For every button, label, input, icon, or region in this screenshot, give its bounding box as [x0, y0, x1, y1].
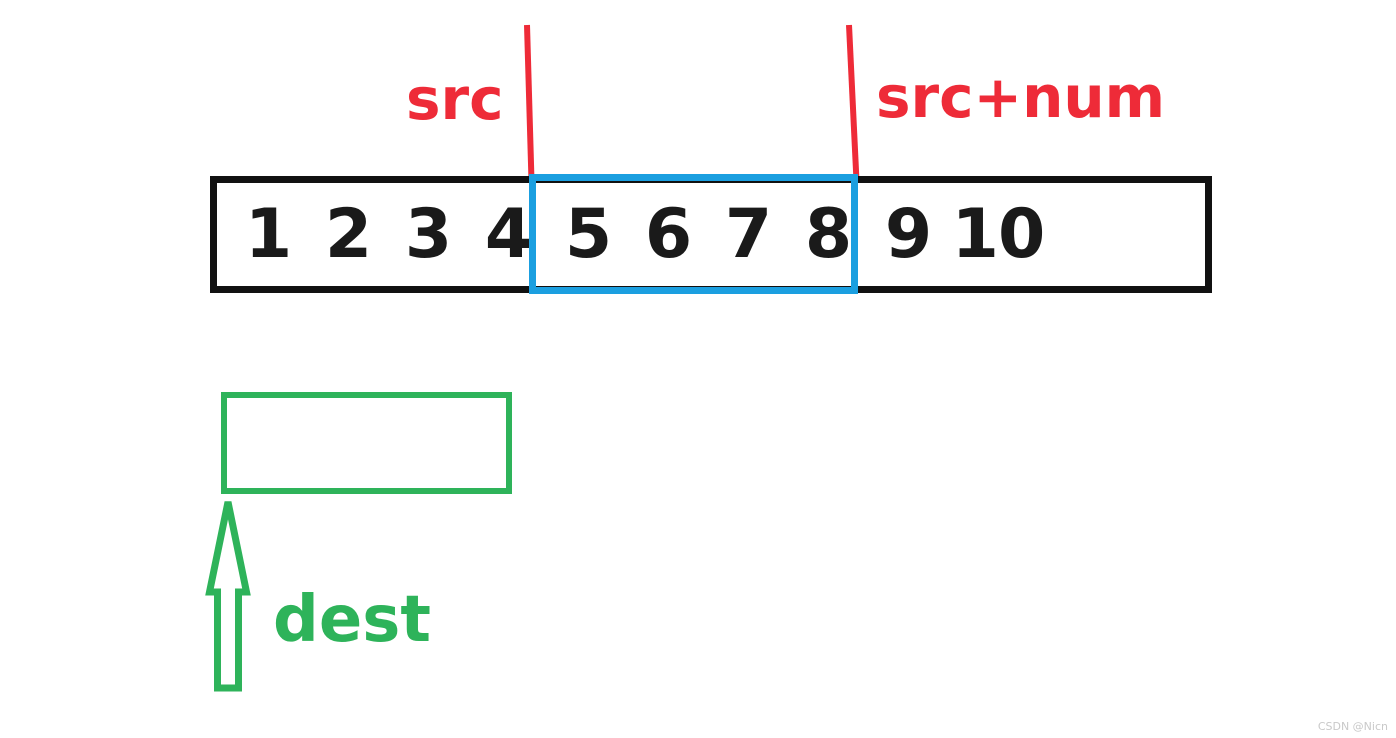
- array-cell-highlighted: 7: [724, 194, 772, 274]
- highlighted-range-outline: [529, 174, 858, 294]
- src-pointer-label: src: [406, 65, 504, 133]
- src-pointer-line: [524, 24, 535, 182]
- src-num-pointer-label: src+num: [876, 63, 1166, 131]
- source-array-cells: 1 2 3 4 5 6 7 8 9 10: [210, 176, 1212, 293]
- src-num-pointer-line: [846, 24, 860, 182]
- dest-arrow-icon: [205, 501, 251, 692]
- array-cell-highlighted: 6: [644, 194, 692, 274]
- array-cell: 2: [324, 194, 372, 274]
- array-cell: 1: [244, 194, 292, 274]
- array-cell: 10: [951, 194, 1046, 274]
- dest-label: dest: [273, 583, 431, 657]
- array-cell-highlighted: 8: [804, 194, 852, 274]
- array-cell-highlighted: 5: [564, 194, 612, 274]
- array-cell: 4: [484, 194, 532, 274]
- array-cell: 3: [404, 194, 452, 274]
- watermark: CSDN @Nicn: [1317, 720, 1388, 733]
- array-cell: 9: [884, 194, 932, 274]
- destination-buffer-outline: [221, 392, 512, 494]
